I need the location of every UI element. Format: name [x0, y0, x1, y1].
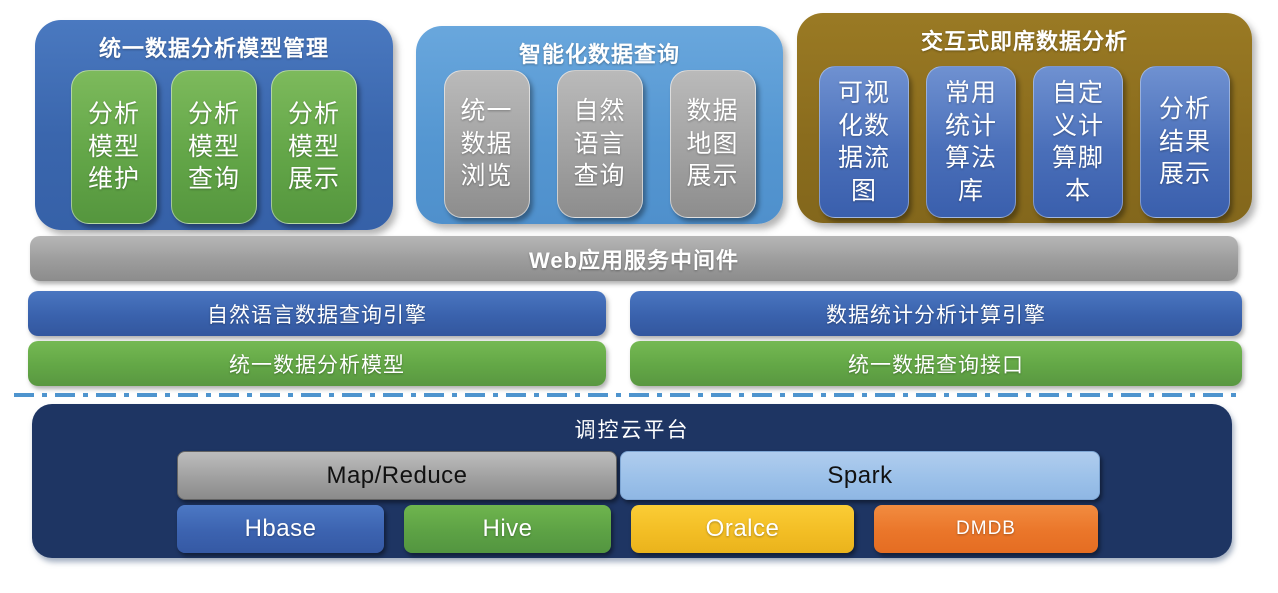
dmdb-bar: DMDB	[874, 505, 1098, 553]
hbase-bar: Hbase	[177, 505, 384, 553]
spark-bar: Spark	[620, 451, 1100, 500]
chip-visual-dataflow: 可视 化数 据流 图	[819, 66, 909, 218]
boundary-dash-line	[14, 393, 1240, 397]
panel-model-management: 统一数据分析模型管理 分析 模型 维护 分析 模型 查询 分析 模型 展示	[35, 20, 393, 230]
chip-unified-browse: 统一 数据 浏览	[443, 70, 530, 218]
panel-model-management-title: 统一数据分析模型管理	[98, 36, 329, 61]
panel-intelligent-query-chips: 统一 数据 浏览 自然 语言 查询 数据 地图 展示	[416, 70, 783, 218]
panel-intelligent-query-title: 智能化数据查询	[518, 42, 680, 67]
panel-adhoc-analysis-title: 交互式即席数据分析	[920, 29, 1128, 54]
panel-adhoc-analysis: 交互式即席数据分析 可视 化数 据流 图 常用 统计 算法 库 自定 义计 算脚…	[797, 13, 1252, 223]
panel-model-management-chips: 分析 模型 维护 分析 模型 查询 分析 模型 展示	[35, 70, 393, 224]
oracle-bar: Oralce	[631, 505, 854, 553]
middleware-bar: Web应用服务中间件	[30, 236, 1238, 281]
mapreduce-bar: Map/Reduce	[177, 451, 617, 500]
chip-model-maintain: 分析 模型 维护	[71, 70, 157, 224]
chip-data-map-display: 数据 地图 展示	[669, 70, 756, 218]
panel-intelligent-query: 智能化数据查询 统一 数据 浏览 自然 语言 查询 数据 地图 展示	[416, 26, 783, 224]
panel-cloud-platform: 调控云平台 Map/Reduce Spark Hbase Hive Oralce…	[32, 404, 1232, 558]
chip-custom-script: 自定 义计 算脚 本	[1033, 66, 1123, 218]
hive-bar: Hive	[404, 505, 611, 553]
unified-analysis-model-bar: 统一数据分析模型	[28, 341, 606, 386]
chip-model-query: 分析 模型 查询	[171, 70, 257, 224]
engine-stat-compute-bar: 数据统计分析计算引擎	[630, 291, 1242, 336]
unified-query-interface-bar: 统一数据查询接口	[630, 341, 1242, 386]
chip-stat-algorithm-lib: 常用 统计 算法 库	[926, 66, 1016, 218]
cloud-platform-title: 调控云平台	[574, 419, 690, 442]
chip-natural-language-query: 自然 语言 查询	[556, 70, 643, 218]
chip-model-display: 分析 模型 展示	[271, 70, 357, 224]
chip-result-display: 分析 结果 展示	[1140, 66, 1230, 218]
engine-nl-query-bar: 自然语言数据查询引擎	[28, 291, 606, 336]
panel-adhoc-analysis-chips: 可视 化数 据流 图 常用 统计 算法 库 自定 义计 算脚 本 分析 结果 展…	[797, 66, 1252, 218]
